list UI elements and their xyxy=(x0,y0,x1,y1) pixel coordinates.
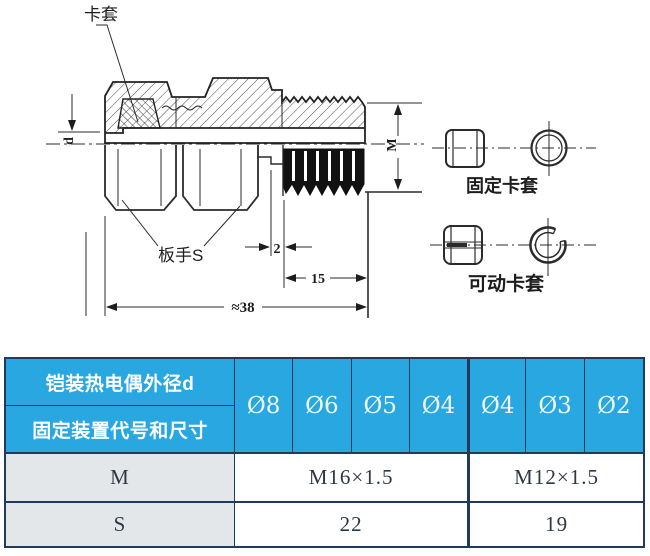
row-m-value-right-cell: M12×1.5 xyxy=(468,454,643,503)
internal-thread-wave xyxy=(161,105,203,111)
wrench-leader-right xyxy=(203,205,241,247)
m-arrowhead-top xyxy=(394,104,402,115)
body-hex-view xyxy=(182,145,259,211)
ferrule-section xyxy=(117,98,161,129)
dim-d-label: d xyxy=(62,137,77,145)
table-header-title-cell: 铠装热电偶外径d 固定装置代号和尺寸 xyxy=(6,359,235,454)
header-diameter-cell: Ø5 xyxy=(351,359,410,454)
dim38-arrow-right xyxy=(356,303,367,311)
row-s-value-left-cell: 22 xyxy=(235,503,469,546)
header-diameter-cell: Ø6 xyxy=(293,359,352,454)
ferrule-label: 卡套 xyxy=(84,5,118,24)
dim15-arrow-left xyxy=(285,274,296,282)
thread-slits xyxy=(292,151,355,181)
wrench-leader-left xyxy=(121,199,159,247)
row-m-label-cell: M xyxy=(6,454,235,503)
dim-gap-label: 2 xyxy=(274,242,281,257)
movable-ferrule-label: 可动卡套 xyxy=(468,272,545,295)
nut-hex-view xyxy=(104,145,177,211)
ferrule-leader xyxy=(96,24,139,123)
fitting-cross-section xyxy=(104,77,366,144)
header-diameter-cell: Ø4 xyxy=(468,359,527,454)
shank-step xyxy=(257,145,283,165)
dim2-arrow-left xyxy=(259,243,270,251)
m-arrowhead-bottom xyxy=(394,179,402,190)
fixed-ferrule-label: 固定卡套 xyxy=(466,175,538,196)
dim38-arrow-left xyxy=(106,303,117,311)
dim2-arrow-right xyxy=(285,243,296,251)
fixed-ferrule-views xyxy=(432,121,596,176)
wrench-label: 板手S xyxy=(158,246,203,265)
header-title-top: 铠装热电偶外径d xyxy=(6,359,234,406)
dim15-arrow-right xyxy=(356,274,367,282)
dim-m-label: M xyxy=(385,138,400,151)
header-diameter-cell: Ø3 xyxy=(526,359,585,454)
movable-ferrule-views xyxy=(430,218,598,276)
header-diameter-cell: Ø4 xyxy=(409,359,469,454)
header-diameter-cell: Ø8 xyxy=(235,359,294,454)
dim-15-label: 15 xyxy=(311,272,325,287)
row-s-label-cell: S xyxy=(6,503,235,546)
spec-table: 铠装热电偶外径d 固定装置代号和尺寸 Ø8 Ø6 Ø5 Ø4 Ø4 Ø3 Ø2 … xyxy=(4,357,645,548)
d-arrowhead xyxy=(68,120,76,131)
fitting-drawing: d M 2 15 ≈38 卡套 板手S xyxy=(46,5,598,318)
row-s-value-right-cell: 19 xyxy=(468,503,643,546)
dim-38-label: ≈38 xyxy=(231,300,254,316)
header-diameter-cell: Ø2 xyxy=(584,359,643,454)
row-m-value-left-cell: M16×1.5 xyxy=(235,454,469,503)
header-title-bottom: 固定装置代号和尺寸 xyxy=(32,420,208,442)
